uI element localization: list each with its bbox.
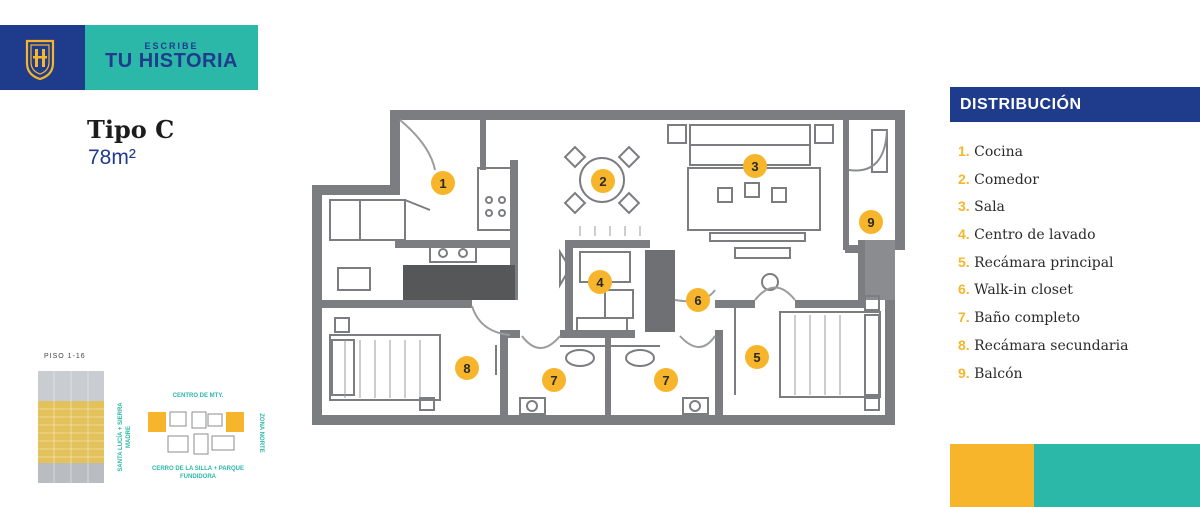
- distribution-title: DISTRIBUCIÓN: [960, 96, 1082, 113]
- item-number: 6.: [958, 281, 970, 298]
- room-markers: [431, 154, 883, 392]
- gold-accent-block: [950, 444, 1034, 507]
- map-label-right: ZONA NORTE: [258, 413, 264, 453]
- item-label: Centro de lavado: [974, 227, 1096, 244]
- building-thumbnail: [38, 371, 104, 483]
- item-number: 2.: [958, 170, 970, 187]
- marker-7b: 7: [662, 373, 669, 388]
- item-number: 8.: [958, 336, 970, 353]
- marker-6: 6: [694, 293, 701, 308]
- marker-5: 5: [753, 350, 760, 365]
- item-number: 5.: [958, 253, 970, 270]
- floor-label: PISO 1-16: [44, 353, 86, 360]
- item-label: Cocina: [974, 144, 1023, 160]
- list-item: 3. Sala: [958, 198, 1128, 226]
- distribution-list: 1. Cocina 2. Comedor 3. Sala 4. Centro d…: [958, 143, 1128, 392]
- list-item: 6. Walk-in closet: [958, 281, 1128, 309]
- brand-logo: [0, 25, 85, 90]
- item-label: Recámara principal: [974, 254, 1114, 271]
- marker-8: 8: [463, 361, 470, 376]
- list-item: 1. Cocina: [958, 143, 1128, 171]
- list-item: 2. Comedor: [958, 171, 1128, 199]
- item-label: Walk-in closet: [974, 282, 1073, 299]
- list-item: 9. Balcón: [958, 365, 1128, 393]
- list-item: 7. Baño completo: [958, 309, 1128, 337]
- item-label: Sala: [974, 199, 1005, 216]
- distribution-header: [950, 87, 1200, 122]
- unit-type: Tipo C: [87, 115, 175, 144]
- brand-banner: [85, 25, 258, 90]
- location-map: [148, 411, 244, 455]
- unit-area: 78m²: [88, 146, 136, 169]
- item-label: Recámara secundaria: [974, 337, 1129, 354]
- item-label: Balcón: [974, 365, 1023, 382]
- brand-tagline: TU HISTORIA: [105, 50, 238, 72]
- building-logo-icon: [25, 39, 55, 81]
- teal-accent-block: [1034, 444, 1200, 507]
- marker-9: 9: [867, 215, 874, 230]
- list-item: 8. Recámara secundaria: [958, 337, 1128, 365]
- marker-3: 3: [751, 159, 758, 174]
- item-number: 9.: [958, 364, 970, 381]
- list-item: 5. Recámara principal: [958, 254, 1128, 282]
- marker-1: 1: [439, 176, 446, 191]
- item-number: 3.: [958, 198, 970, 215]
- item-number: 4.: [958, 226, 970, 243]
- map-label-top: CENTRO DE MTY.: [172, 393, 224, 399]
- marker-7a: 7: [550, 373, 557, 388]
- marker-2: 2: [599, 174, 606, 189]
- floor-plan: 1 2 3 4 5 6 7 8 7 9: [312, 110, 905, 425]
- item-number: 1.: [958, 143, 970, 159]
- map-label-left: SANTA LUCÍA + SIERRA MADRE: [118, 402, 132, 472]
- item-number: 7.: [958, 309, 970, 326]
- item-label: Baño completo: [974, 310, 1080, 327]
- map-label-bottom: CERRO DE LA SILLA + PARQUE FUNDIDORA: [152, 466, 244, 480]
- list-item: 4. Centro de lavado: [958, 226, 1128, 254]
- marker-4: 4: [596, 275, 604, 290]
- item-label: Comedor: [974, 171, 1039, 188]
- brand-tagline-small: ESCRIBE: [144, 41, 199, 51]
